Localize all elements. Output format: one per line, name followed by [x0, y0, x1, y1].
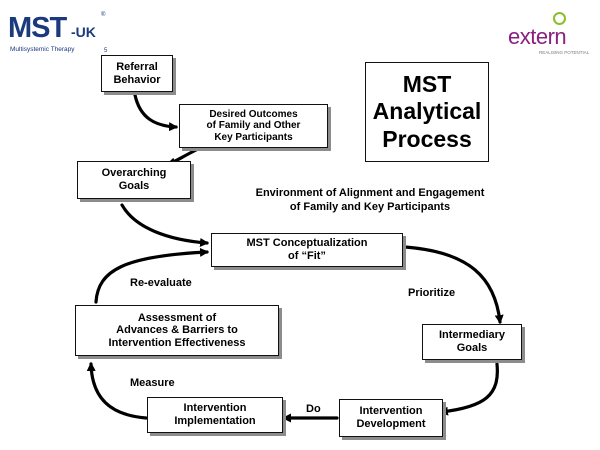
extern-logo-text: extern — [508, 24, 567, 49]
do-label: Do — [306, 403, 321, 415]
referral-behavior-box: Referral Behavior — [101, 55, 173, 92]
mst-logo-uk: -UK — [71, 24, 96, 40]
mst-conceptualization-box: MST Conceptualization of “Fit” — [211, 233, 403, 267]
extern-logo: extern REALISING POTENTIAL — [503, 6, 593, 56]
arrow-intermediary-to-development — [439, 362, 499, 416]
intervention-development-box: Intervention Development — [339, 399, 443, 437]
arrow-assessment-to-conceptualization — [94, 247, 209, 304]
mst-uk-logo: MST -UK ® Multisystemic Therapy 5 — [8, 10, 108, 70]
arrow-referral-to-desired — [133, 93, 178, 132]
intervention-implementation-box: Intervention Implementation — [147, 397, 283, 433]
extern-logo-tagline: REALISING POTENTIAL — [539, 50, 590, 55]
intermediary-goals-box: Intermediary Goals — [422, 324, 522, 360]
assessment-box: Assessment of Advances & Barriers to Int… — [75, 305, 279, 356]
overarching-goals-box: Overarching Goals — [77, 161, 191, 199]
arrow-implementation-to-assessment — [86, 362, 148, 420]
measure-label: Measure — [130, 377, 175, 389]
environment-label: Environment of Alignment and Engagement … — [255, 187, 485, 214]
arrow-overarching-to-conceptualization — [120, 203, 209, 247]
process-title: MST Analytical Process — [365, 62, 489, 162]
desired-outcomes-box: Desired Outcomes of Family and Other Key… — [179, 104, 328, 148]
arrow-conceptualization-to-intermediary — [403, 245, 504, 324]
reevaluate-label: Re-evaluate — [130, 277, 192, 289]
mst-logo-subtitle: Multisystemic Therapy — [10, 46, 75, 53]
mst-logo-registered: ® — [101, 12, 106, 18]
mst-logo-mark: 5 — [104, 48, 108, 54]
extern-logo-ring — [553, 12, 566, 25]
prioritize-label: Prioritize — [408, 287, 456, 299]
mst-logo-text: MST — [8, 12, 67, 44]
